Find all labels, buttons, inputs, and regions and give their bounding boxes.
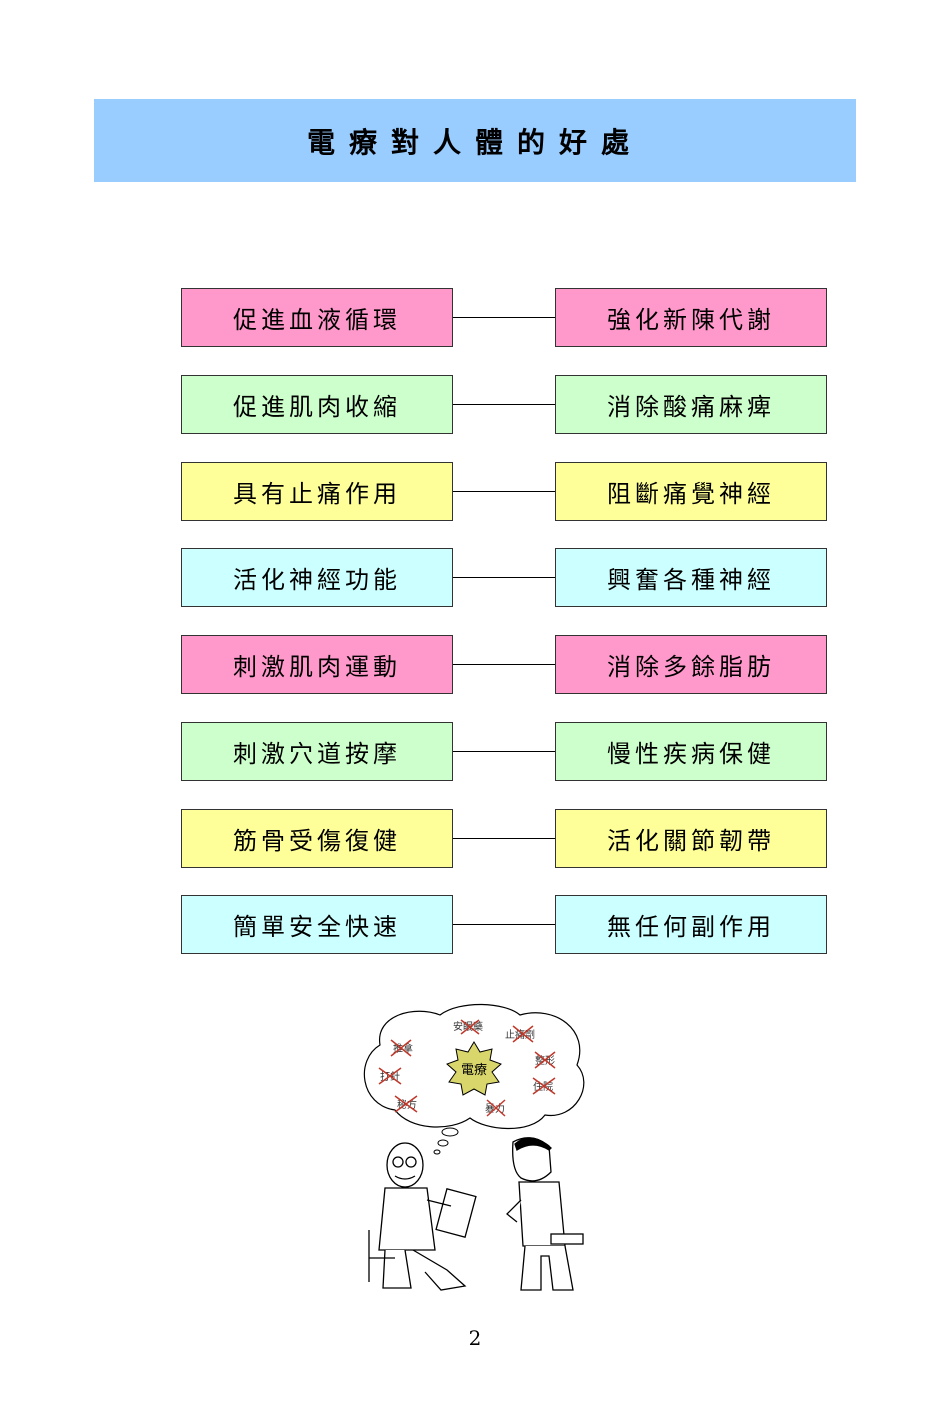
page-number: 2 (468, 1326, 482, 1350)
starburst-shape (446, 1041, 502, 1096)
benefit-left-box: 刺激肌肉運動 (181, 635, 453, 694)
connector-line (453, 751, 555, 752)
benefit-left-box: 具有止痛作用 (181, 462, 453, 521)
connector-line (453, 924, 555, 925)
thought-dot (433, 1149, 441, 1155)
connector-line (453, 491, 555, 492)
connector-line (453, 317, 555, 318)
benefit-row: 具有止痛作用 阻斷痛覺神經 (181, 462, 828, 521)
page-title: 電療對人體的好處 (306, 125, 643, 159)
benefit-row: 促進血液循環 強化新陳代謝 (181, 288, 828, 347)
benefit-left-box: 筋骨受傷復健 (181, 809, 453, 868)
benefit-right-box: 慢性疾病保健 (555, 722, 827, 781)
connector-line (453, 838, 555, 839)
benefit-right-box: 興奮各種神經 (555, 548, 827, 607)
thought-dot (441, 1127, 459, 1137)
benefit-left-box: 促進血液循環 (181, 288, 453, 347)
benefit-right-box: 阻斷痛覺神經 (555, 462, 827, 521)
patient-figure (506, 1137, 584, 1291)
connector-line (453, 404, 555, 405)
benefit-left-box: 活化神經功能 (181, 548, 453, 607)
benefit-left-box: 簡單安全快速 (181, 895, 453, 954)
crossed-label: 安眠藥 (453, 1020, 483, 1033)
benefit-row: 刺激穴道按摩 慢性疾病保健 (181, 722, 828, 781)
connector-line (453, 577, 555, 578)
cross-out-marks (378, 1019, 556, 1117)
benefit-right-box: 活化關節韌帶 (555, 809, 827, 868)
benefit-right-box: 無任何副作用 (555, 895, 827, 954)
benefit-row: 筋骨受傷復健 活化關節韌帶 (181, 809, 828, 868)
thought-dot (437, 1139, 449, 1147)
connector-line (453, 664, 555, 665)
doctor-figure (368, 1142, 477, 1291)
benefit-left-box: 促進肌肉收縮 (181, 375, 453, 434)
benefit-row: 刺激肌肉運動 消除多餘脂肪 (181, 635, 828, 694)
title-banner: 電療對人體的好處 (94, 99, 856, 182)
benefit-right-box: 消除多餘脂肪 (555, 635, 827, 694)
cartoon-illustration: 電療 安眠藥 止痛劑 推拿 整形 打針 住院 秘方 暴力 (363, 1003, 585, 1291)
benefit-right-box: 消除酸痛麻痺 (555, 375, 827, 434)
benefit-row: 活化神經功能 興奮各種神經 (181, 548, 828, 607)
benefit-row: 促進肌肉收縮 消除酸痛麻痺 (181, 375, 828, 434)
cartoon-center-label: 電療 (461, 1063, 487, 1078)
benefit-right-box: 強化新陳代謝 (555, 288, 827, 347)
benefit-left-box: 刺激穴道按摩 (181, 722, 453, 781)
benefit-row: 簡單安全快速 無任何副作用 (181, 895, 828, 954)
